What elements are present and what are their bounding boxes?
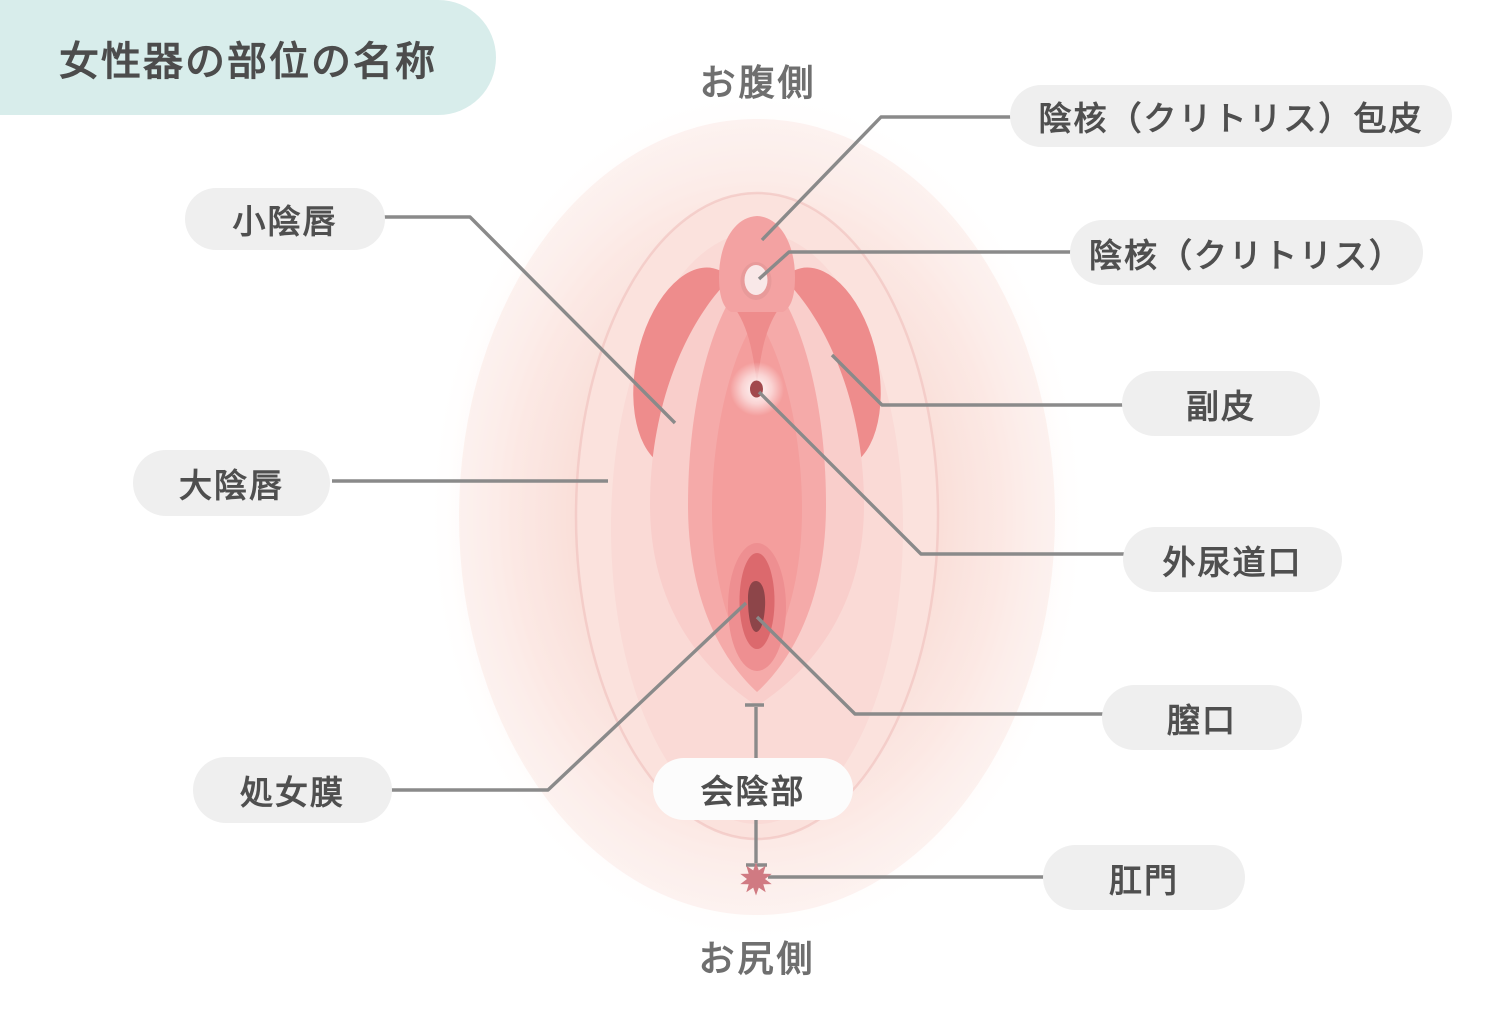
label-clitoral-hood-text: 陰核（クリトリス）包皮 [1038,100,1424,137]
clitoris-shape [744,265,768,295]
label-vaginal-opening: 膣口 [1102,685,1302,750]
label-hymen: 処女膜 [193,757,392,823]
label-urethral-opening-text: 外尿道口 [1162,543,1303,581]
title-box: 女性器の部位の名称 [0,0,496,115]
frenulum-shape [720,292,794,385]
leader-lines [332,115,1125,879]
leader-hymen [389,601,748,792]
leader-urethral-opening [757,390,1125,556]
label-clitoris: 陰核（クリトリス） [1070,220,1423,285]
leader-labia-minora [383,215,677,425]
label-perineum-text: 会陰部 [700,773,806,810]
anus-star-icon [740,862,772,896]
label-hymen-text: 処女膜 [240,774,345,811]
label-vaginal-opening-text: 膣口 [1167,701,1237,739]
leader-accessory-skin [830,353,1124,407]
label-urethral-opening: 外尿道口 [1123,527,1342,592]
label-labia-majora: 大陰唇 [133,450,330,516]
label-labia-majora-text: 大陰唇 [179,467,284,504]
leader-clitoris [757,250,1072,281]
label-perineum: 会陰部 [653,758,853,820]
orientation-top-label: お腹側 [699,62,817,103]
label-anus: 肛門 [1043,845,1245,910]
label-labia-minora: 小陰唇 [185,188,385,250]
label-anus-text: 肛門 [1109,861,1179,899]
label-clitoral-hood: 陰核（クリトリス）包皮 [1010,85,1452,147]
label-accessory-skin: 副皮 [1122,371,1320,436]
leader-vaginal-opening [755,615,1104,716]
label-clitoris-text: 陰核（クリトリス） [1089,236,1404,274]
label-labia-minora-text: 小陰唇 [232,203,338,240]
orientation-bottom-label: お尻側 [698,938,816,979]
leader-clitoral-hood [760,115,1012,242]
page-title: 女性器の部位の名称 [59,39,437,84]
label-accessory-skin-text: 副皮 [1186,387,1256,425]
